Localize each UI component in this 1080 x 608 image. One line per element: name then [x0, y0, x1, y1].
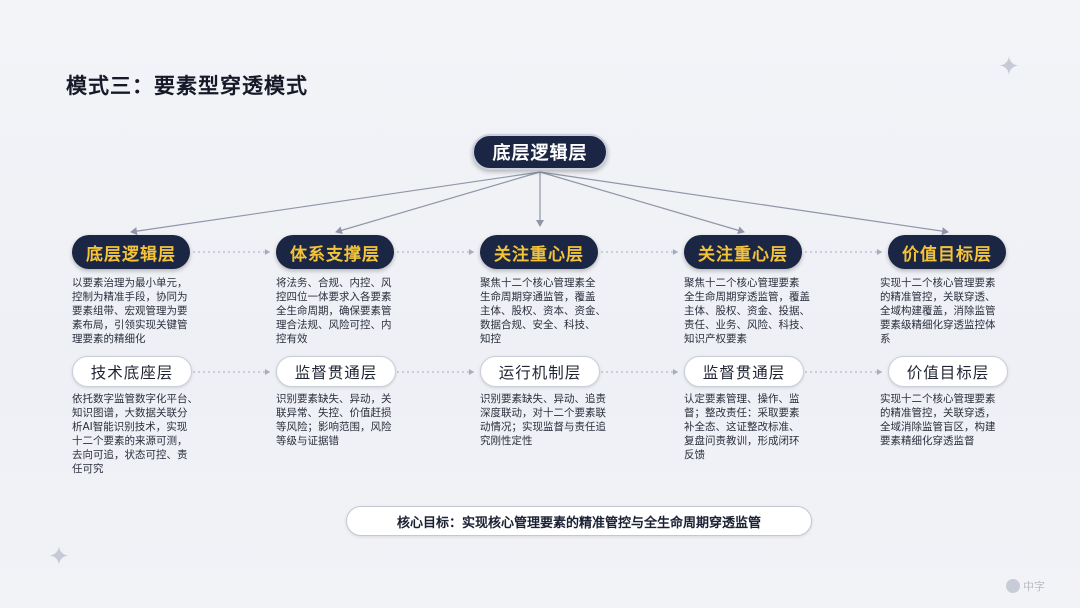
- tier1-node-2: 体系支撑层: [276, 235, 394, 269]
- page-title: 模式三：要素型穿透模式: [66, 74, 308, 98]
- watermark-text: 中字: [1023, 580, 1045, 593]
- tier2-node-1: 技术底座层: [72, 356, 192, 387]
- tier2-node-5: 价值目标层: [888, 356, 1008, 387]
- tier2-node-4: 监督贯通层: [684, 356, 804, 387]
- tier2-node-3: 运行机制层: [480, 356, 600, 387]
- tier1-node-4: 关注重心层: [684, 235, 802, 269]
- core-goal-banner: 核心目标：实现核心管理要素的精准管控与全生命周期穿透监管: [346, 506, 812, 536]
- tier2-desc-3: 识别要素缺失、异动、追责 深度联动，对十二个要素联 动情况；实现监督与责任追 究…: [480, 393, 606, 447]
- tier2-desc-5: 实现十二个核心管理要素 的精准管控，关联穿透， 全域消除监管盲区，构建 要素精细…: [880, 393, 996, 447]
- tier1-desc-1: 以要素治理为最小单元， 控制为精准手段，协同为 要素组带、宏观管理为要 素布局，…: [72, 277, 188, 345]
- logo-icon: [1006, 579, 1020, 593]
- root-node: 底层逻辑层: [472, 134, 608, 170]
- tier1-node-3: 关注重心层: [480, 235, 598, 269]
- tier1-desc-3: 聚焦十二个核心管理素全 生命周期穿通监管，覆盖 主体、股权、资本、资金、 数据合…: [480, 277, 606, 345]
- tier1-node-5: 价值目标层: [888, 235, 1006, 269]
- tier2-node-2: 监督贯通层: [276, 356, 396, 387]
- tier2-desc-2: 识别要素缺失、异动，关 联异常、失控、价值赶损 等风险；影响范围，风险 等级与证…: [276, 393, 392, 447]
- tier1-desc-2: 将法务、合规、内控、风 控四位一体要求入各要素 全生命周期，确保要素管 理合法规…: [276, 277, 392, 345]
- watermark-logo: 中字: [1006, 578, 1045, 594]
- sparkle-icon: ✦: [48, 542, 70, 572]
- tier1-node-1: 底层逻辑层: [72, 235, 190, 269]
- sparkle-icon: ✦: [998, 52, 1020, 82]
- tier1-desc-5: 实现十二个核心管理要素 的精准管控，关联穿透、 全域构建覆盖，消除监管 要素级精…: [880, 277, 996, 345]
- tier2-desc-4: 认定要素管理、操作、监 督；整改责任：采取要素 补全态、这证整改标准、 复盘问责…: [684, 393, 800, 461]
- root-arrow-2: [335, 171, 541, 235]
- tier2-desc-1: 依托数字监管数字化平台、 知识图谱，大数据关联分 析AI智能识别技术，实现 十二…: [72, 393, 198, 475]
- root-arrow-1: [130, 171, 541, 236]
- root-arrow-5: [539, 171, 949, 236]
- root-arrow-4: [539, 171, 745, 235]
- tier1-desc-4: 聚焦十二个核心管理要素 全生命周期穿透监管，覆盖 主体、股权、资金、投据、 责任…: [684, 277, 810, 345]
